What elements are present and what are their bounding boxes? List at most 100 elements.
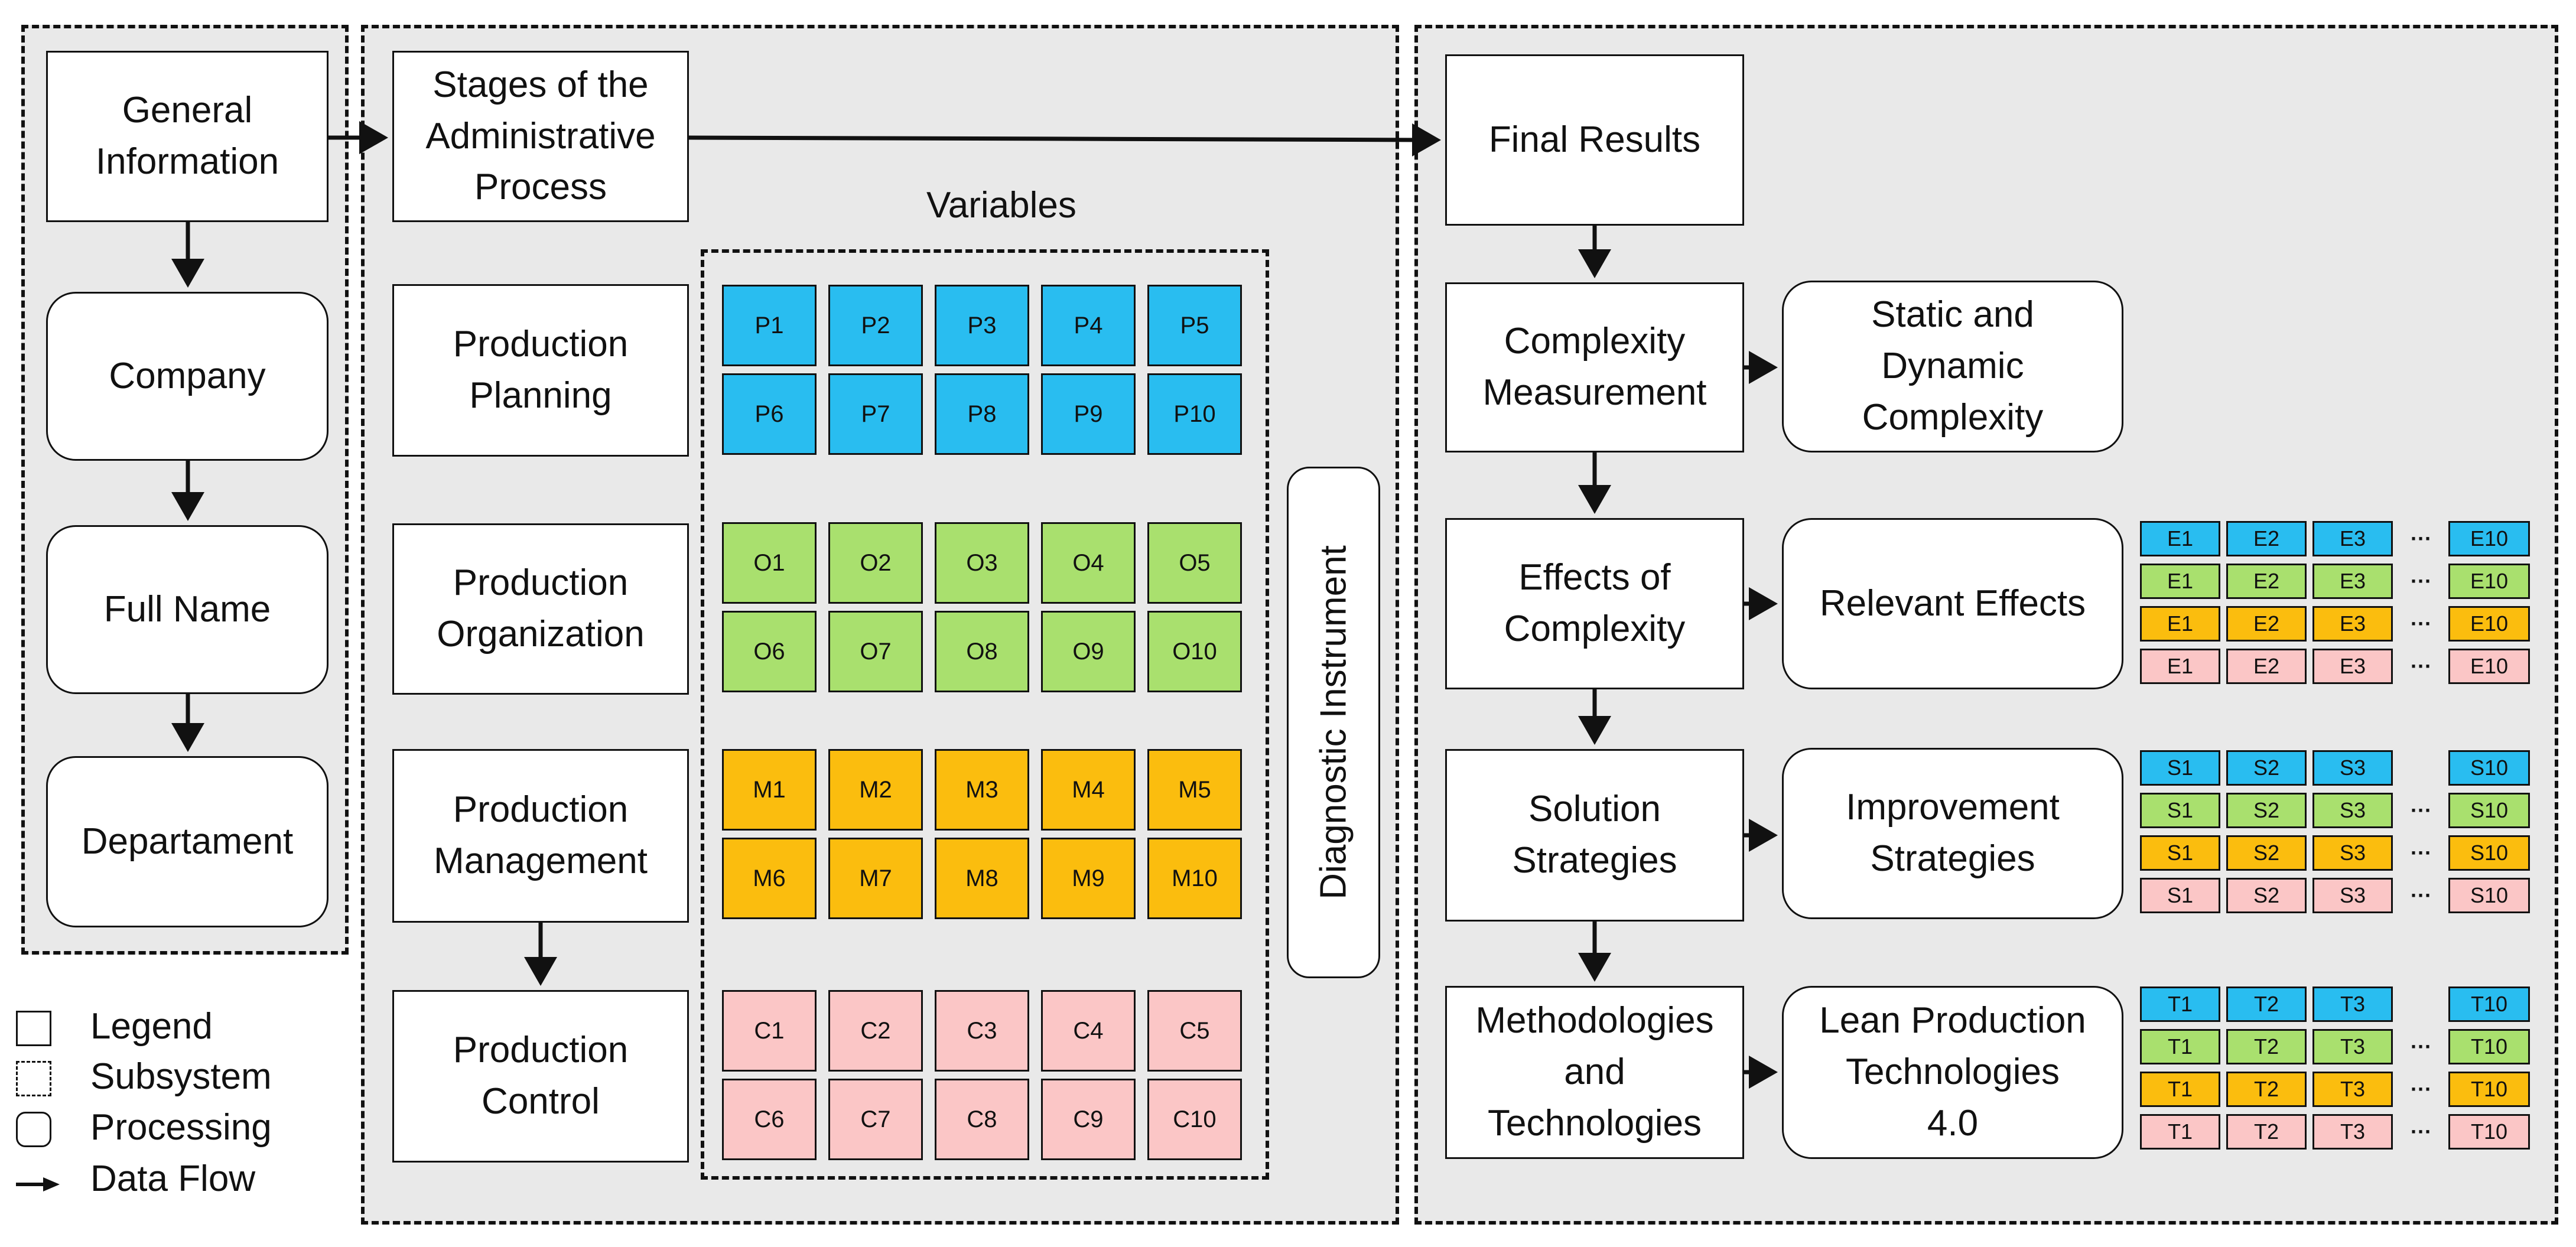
- variable-cell: O8: [935, 611, 1029, 692]
- company-box: Company: [46, 292, 328, 461]
- grid-cell: E1: [2140, 649, 2220, 684]
- processing-label: Processing: [90, 1107, 272, 1148]
- variable-cell: P4: [1041, 285, 1136, 366]
- grid-cell: T2: [2226, 1114, 2307, 1150]
- diagnostic-instrument-label: Diagnostic Instrument: [1313, 545, 1354, 900]
- grid-cell: E2: [2226, 564, 2307, 599]
- grid-cell: T1: [2140, 1114, 2220, 1150]
- ellipsis: ···: [2411, 1034, 2432, 1059]
- grid-cell: E1: [2140, 564, 2220, 599]
- variable-cell: M2: [828, 749, 923, 831]
- grid-cell: S3: [2312, 878, 2393, 913]
- grid-cell: E10: [2448, 606, 2530, 642]
- grid-cell: S1: [2140, 878, 2220, 913]
- grid-cell: E1: [2140, 606, 2220, 642]
- grid-cell: T3: [2312, 1114, 2393, 1150]
- variable-cell: C2: [828, 990, 923, 1072]
- ellipsis: ···: [2411, 1077, 2432, 1101]
- processing-rounded-icon: [16, 1112, 51, 1147]
- variable-cell: O6: [722, 611, 817, 692]
- variable-cell: O3: [935, 522, 1029, 604]
- final-results-box: Final Results: [1445, 54, 1744, 226]
- improvement-strategies-box: Improvement Strategies: [1782, 748, 2123, 919]
- grid-cell: T1: [2140, 1029, 2220, 1064]
- grid-cell: S1: [2140, 835, 2220, 871]
- grid-cell: T10: [2448, 1072, 2530, 1107]
- grid-cell: E2: [2226, 606, 2307, 642]
- grid-cell: S2: [2226, 793, 2307, 828]
- grid-cell: T10: [2448, 1029, 2530, 1064]
- variable-cell: P9: [1041, 373, 1136, 455]
- variable-cell: C10: [1147, 1079, 1242, 1160]
- variable-cell: C9: [1041, 1079, 1136, 1160]
- variable-cell: P5: [1147, 285, 1242, 366]
- variable-cell: P1: [722, 285, 817, 366]
- complexity-measurement-box: Complexity Measurement: [1445, 282, 1744, 452]
- variable-cell: C7: [828, 1079, 923, 1160]
- stages-box: Stages of the Administrative Process: [392, 51, 689, 222]
- variable-cell: O7: [828, 611, 923, 692]
- grid-cell: T1: [2140, 1072, 2220, 1107]
- ellipsis: ···: [2411, 798, 2432, 822]
- grid-cell: T2: [2226, 1072, 2307, 1107]
- methodologies-technologies-box: Methodologies and Technologies: [1445, 986, 1744, 1159]
- variable-cell: P2: [828, 285, 923, 366]
- solution-strategies-box: Solution Strategies: [1445, 749, 1744, 922]
- grid-cell: T1: [2140, 986, 2220, 1022]
- grid-cell: E2: [2226, 649, 2307, 684]
- variables-region: [701, 249, 1269, 1180]
- variable-cell: M8: [935, 838, 1029, 919]
- variable-cell: M6: [722, 838, 817, 919]
- variable-cell: M1: [722, 749, 817, 831]
- grid-cell: T3: [2312, 986, 2393, 1022]
- grid-cell: S2: [2226, 878, 2307, 913]
- data-flow-arrow-icon: [16, 1177, 60, 1191]
- grid-cell: S1: [2140, 750, 2220, 786]
- variables-title: Variables: [926, 185, 1076, 226]
- variable-cell: C5: [1147, 990, 1242, 1072]
- ellipsis: ···: [2411, 1119, 2432, 1144]
- grid-cell: E10: [2448, 564, 2530, 599]
- legend-square-icon: [16, 1011, 51, 1046]
- subsystem-dashed-icon: [16, 1061, 51, 1096]
- effects-of-complexity-box: Effects of Complexity: [1445, 518, 1744, 689]
- grid-cell: E10: [2448, 649, 2530, 684]
- grid-cell: S3: [2312, 793, 2393, 828]
- variable-cell: P3: [935, 285, 1029, 366]
- grid-cell: E3: [2312, 606, 2393, 642]
- grid-cell: E3: [2312, 521, 2393, 556]
- variable-cell: P8: [935, 373, 1029, 455]
- ellipsis: ···: [2411, 841, 2432, 865]
- lean-production-box: Lean Production Technologies 4.0: [1782, 986, 2123, 1159]
- variable-cell: O10: [1147, 611, 1242, 692]
- variable-cell: C6: [722, 1079, 817, 1160]
- grid-cell: S3: [2312, 835, 2393, 871]
- variable-cell: M9: [1041, 838, 1136, 919]
- general-information-box: General Information: [46, 51, 328, 222]
- production-control-box: Production Control: [392, 990, 689, 1163]
- grid-cell: T3: [2312, 1072, 2393, 1107]
- grid-cell: E2: [2226, 521, 2307, 556]
- ellipsis: ···: [2411, 569, 2432, 593]
- grid-cell: E1: [2140, 521, 2220, 556]
- production-organization-box: Production Organization: [392, 523, 689, 695]
- data-flow-label: Data Flow: [90, 1158, 256, 1199]
- grid-cell: S10: [2448, 750, 2530, 786]
- variable-cell: P6: [722, 373, 817, 455]
- subsystem-label: Subsystem: [90, 1056, 272, 1097]
- variable-cell: O1: [722, 522, 817, 604]
- grid-cell: S10: [2448, 878, 2530, 913]
- variable-cell: C3: [935, 990, 1029, 1072]
- variable-cell: O5: [1147, 522, 1242, 604]
- variable-cell: P10: [1147, 373, 1242, 455]
- grid-cell: S1: [2140, 793, 2220, 828]
- legend-label: Legend: [90, 1006, 213, 1047]
- variable-cell: M3: [935, 749, 1029, 831]
- grid-cell: S10: [2448, 793, 2530, 828]
- full-name-box: Full Name: [46, 525, 328, 694]
- variable-cell: O2: [828, 522, 923, 604]
- variable-cell: C8: [935, 1079, 1029, 1160]
- grid-cell: S3: [2312, 750, 2393, 786]
- grid-cell: E10: [2448, 521, 2530, 556]
- grid-cell: E3: [2312, 649, 2393, 684]
